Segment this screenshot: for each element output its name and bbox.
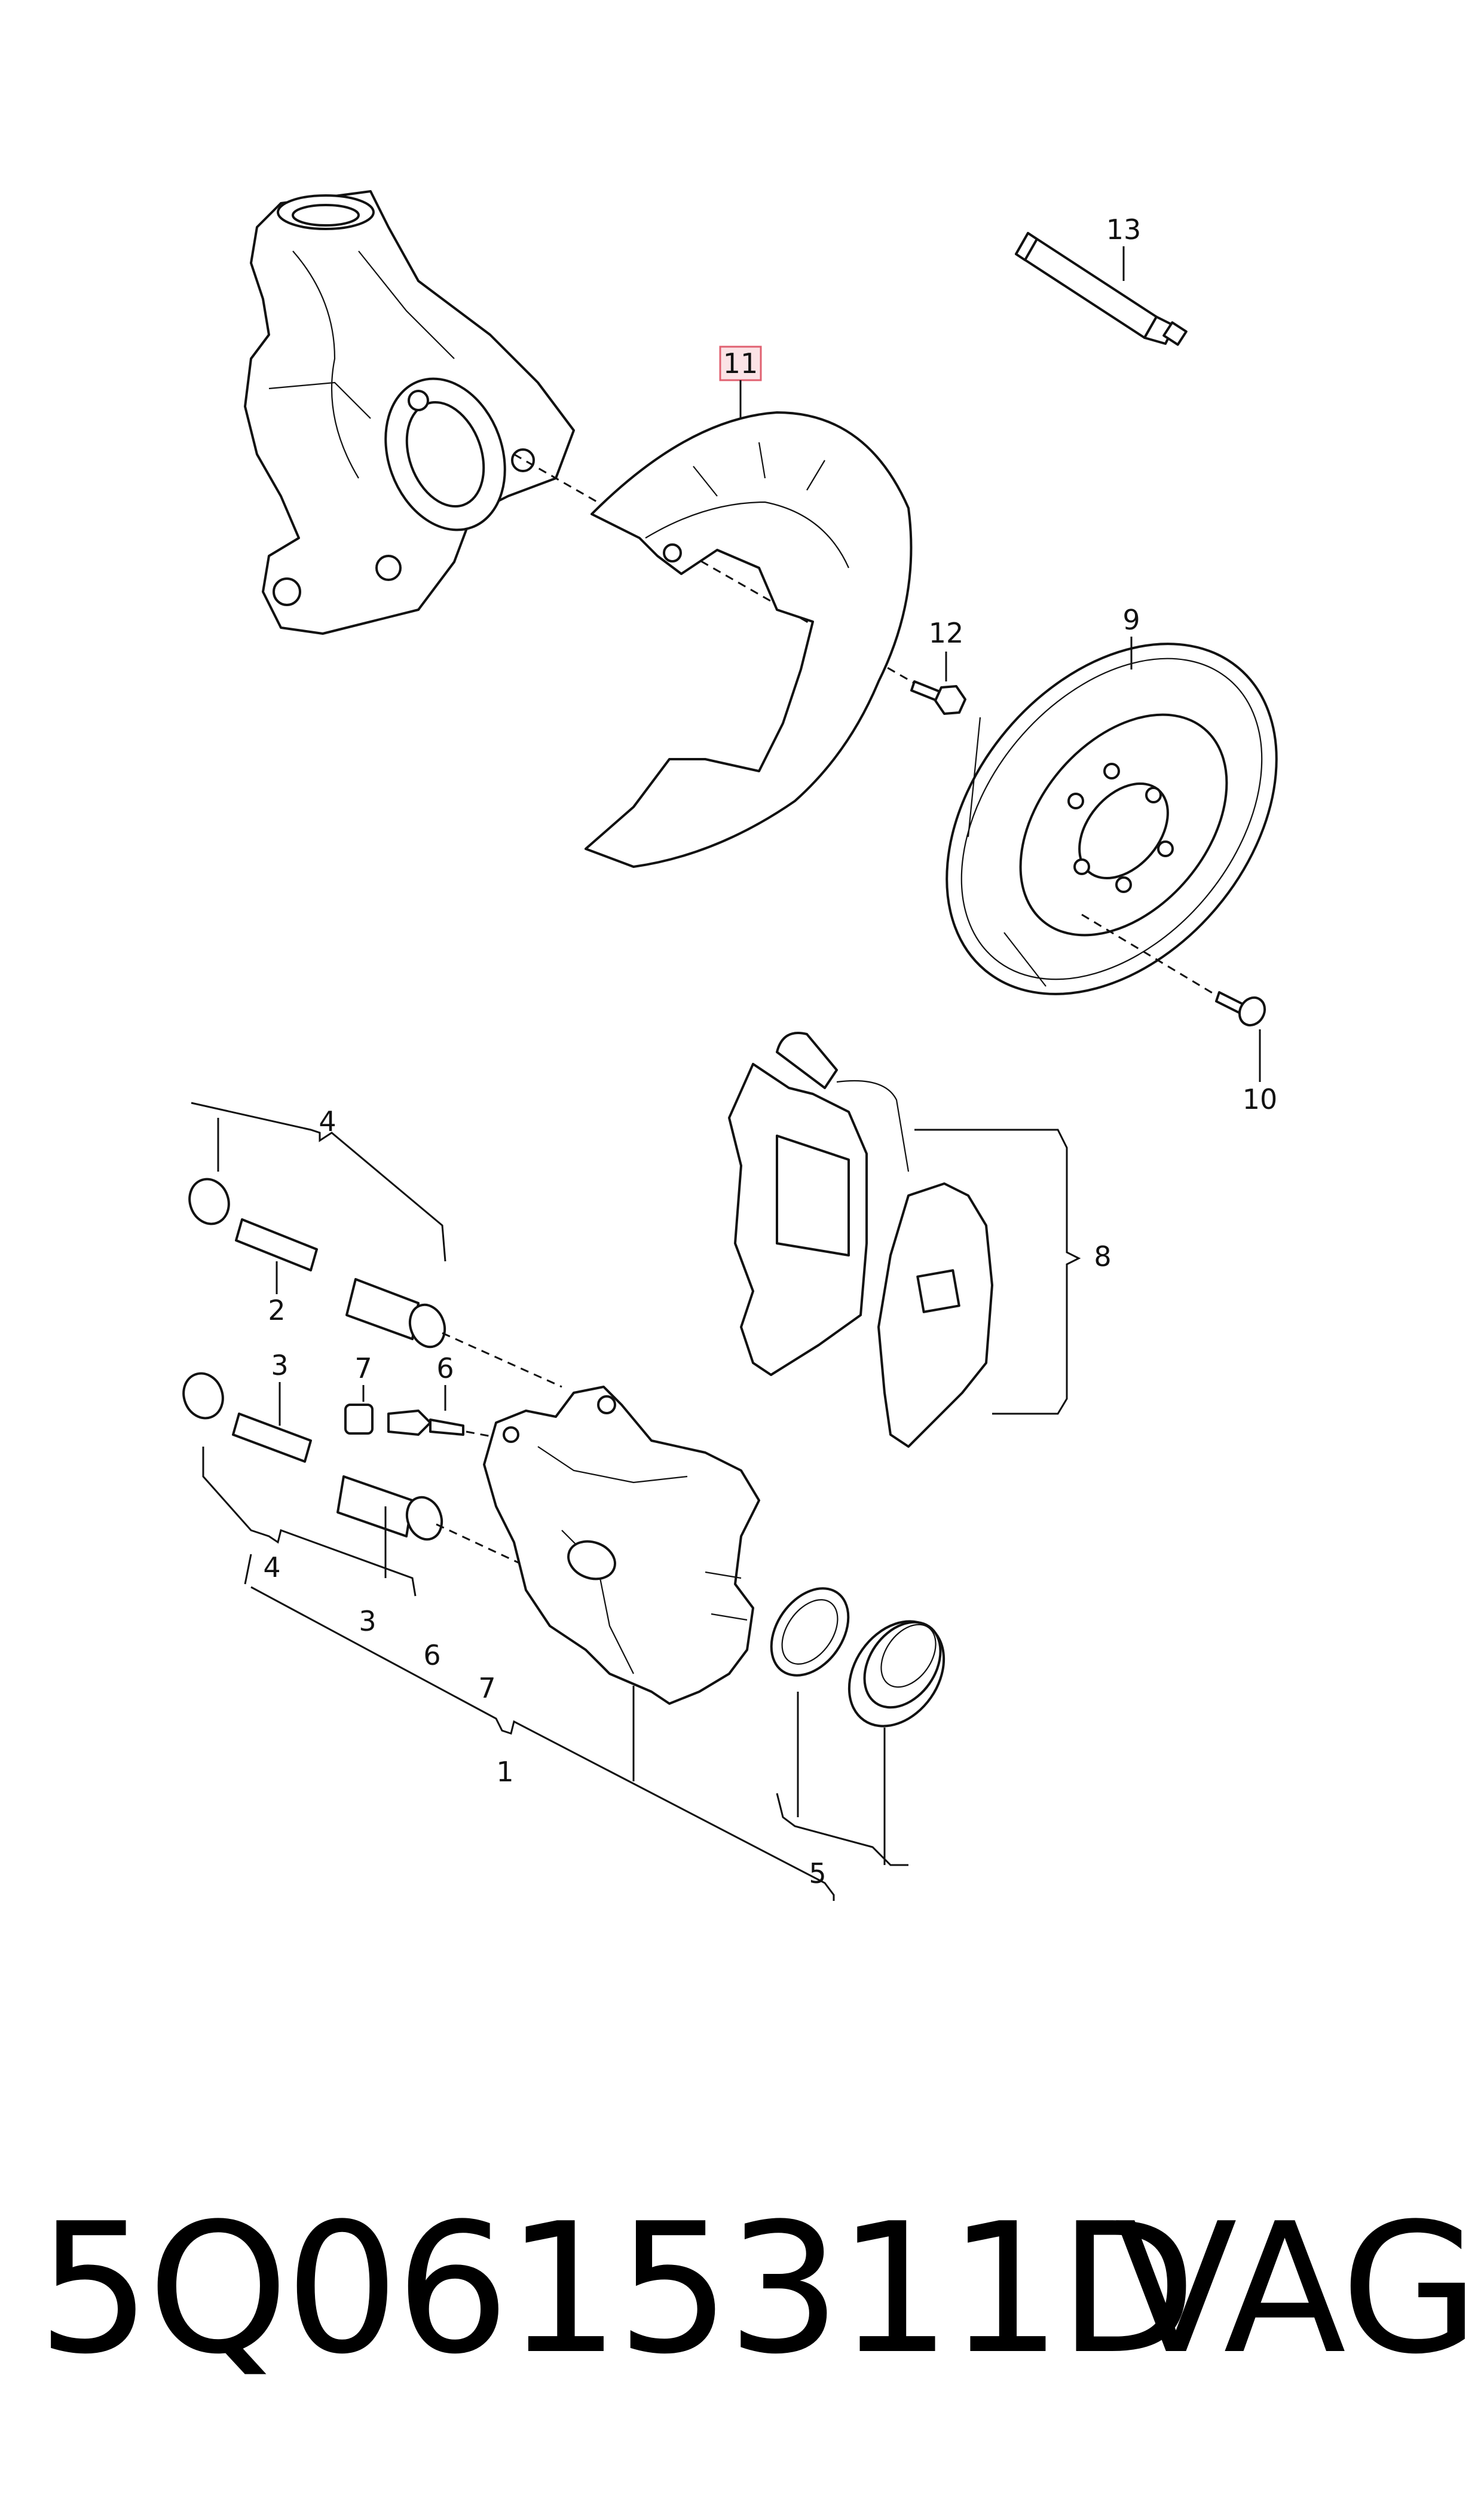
brand-name: VAG: [1115, 2185, 1479, 2393]
callout-4-upper: 4: [319, 1105, 336, 1138]
callout-1: 1: [496, 1756, 513, 1788]
guide-pin-upper: [188, 1178, 446, 1349]
exploded-parts-diagram: 11 12 13 9 10: [182, 190, 1278, 1901]
callout-8: 8: [1094, 1240, 1111, 1273]
callout-7: 7: [354, 1352, 372, 1384]
piston-seal-ring: [770, 1587, 850, 1677]
bleeder-cap: [344, 1404, 374, 1435]
part-number: 5Q0615311D: [37, 2185, 1197, 2393]
callout-11: 11: [723, 347, 758, 380]
bleeder-valve: [387, 1410, 464, 1436]
callout-7-caliper: 7: [478, 1672, 495, 1704]
callout-10: 10: [1243, 1083, 1278, 1115]
callout-13: 13: [1106, 213, 1142, 246]
callout-5: 5: [809, 1857, 826, 1890]
callout-2: 2: [268, 1294, 285, 1326]
brake-pad-set: [728, 1032, 993, 1448]
guide-pin-lower: [182, 1372, 443, 1541]
steering-knuckle: [244, 190, 575, 635]
callout-6-caliper: 6: [423, 1639, 440, 1671]
callout-9: 9: [1122, 604, 1140, 636]
splash-shield: [585, 411, 913, 868]
brake-disc: [946, 643, 1278, 995]
callout-3: 3: [271, 1349, 288, 1381]
callout-4-lower: 4: [263, 1551, 280, 1583]
disc-screw: [1215, 991, 1266, 1027]
brake-caliper: [483, 1386, 760, 1705]
grease-tube: [1015, 232, 1188, 346]
callout-12: 12: [929, 617, 964, 649]
callout-box-11: [719, 346, 762, 381]
shield-bolt: [910, 680, 966, 715]
piston-boot: [847, 1620, 946, 1728]
callout-6: 6: [436, 1352, 454, 1384]
callout-3-caliper: 3: [359, 1605, 376, 1637]
